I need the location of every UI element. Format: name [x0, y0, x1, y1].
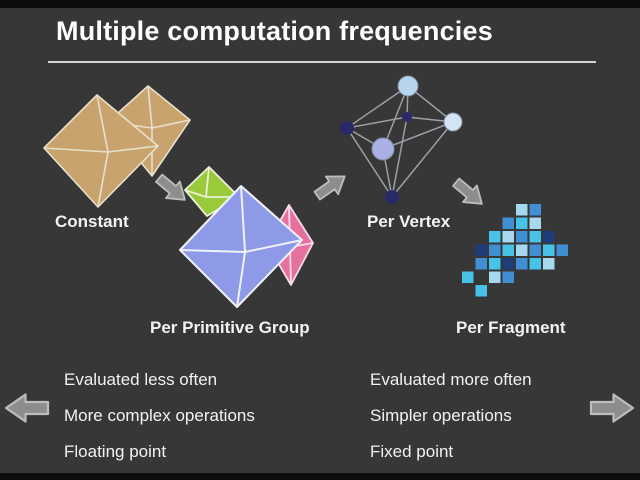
fragment-pixel [529, 231, 541, 243]
fragment-pixel [475, 258, 487, 270]
fragment-pixel [529, 217, 541, 229]
primitive-group-polyhedra [179, 166, 314, 308]
fragment-pixel [516, 231, 528, 243]
arrow-constant-to-primitive [155, 173, 186, 201]
fragment-pixel [489, 244, 501, 256]
octahedron-wireframe [346, 85, 454, 198]
fragment-pixel [475, 285, 487, 297]
fragment-pixel [502, 231, 514, 243]
stage-label-per-fragment: Per Fragment [456, 318, 566, 337]
bottom-letterbox [0, 473, 640, 480]
vertex-front [371, 137, 395, 161]
arrow-primitive-to-vertex [313, 175, 346, 201]
title-underline [48, 61, 596, 63]
fragment-pixel [529, 258, 541, 270]
fragment-pixel [543, 258, 555, 270]
fragment-pixel [489, 231, 501, 243]
right-column-line-2: Simpler operations [370, 406, 512, 425]
fragment-pixel [516, 217, 528, 229]
fragment-pixel [516, 204, 528, 216]
constant-polyhedra [43, 85, 191, 208]
per-vertex-octahedron [340, 75, 463, 204]
top-letterbox [0, 0, 640, 8]
fragment-pixel [516, 244, 528, 256]
fragment-pixel [529, 204, 541, 216]
fragment-pixel [556, 244, 568, 256]
constant-gem-right [107, 85, 191, 177]
fragment-pixel [543, 244, 555, 256]
left-column-line-1: Evaluated less often [64, 370, 218, 389]
left-column-line-3: Floating point [64, 442, 167, 461]
vertex-bottom [385, 190, 399, 204]
fragment-pixel [516, 258, 528, 270]
vertex-top [397, 75, 419, 97]
vertex-back [402, 112, 412, 122]
fragment-pixel [529, 244, 541, 256]
fragment-pixel [502, 271, 514, 283]
slide-title: Multiple computation frequencies [56, 16, 493, 46]
blue-polyhedron [179, 185, 303, 308]
arrow-left-direction [4, 393, 50, 423]
vertex-right [443, 112, 463, 132]
fragment-pixel [502, 258, 514, 270]
stage-label-per-vertex: Per Vertex [367, 212, 451, 231]
fragment-pixels [462, 204, 568, 297]
arrow-vertex-to-fragment [452, 177, 483, 205]
right-column-line-3: Fixed point [370, 442, 454, 461]
left-column-line-2: More complex operations [64, 406, 255, 425]
fragment-pixel [502, 244, 514, 256]
fragment-pixel [502, 217, 514, 229]
stage-label-per-primitive-group: Per Primitive Group [150, 318, 310, 337]
right-column-line-1: Evaluated more often [370, 370, 532, 389]
fragment-pixel [475, 244, 487, 256]
constant-gem-left [43, 94, 159, 208]
fragment-pixel [543, 231, 555, 243]
fragment-pixel [462, 271, 474, 283]
fragment-pixel [489, 271, 501, 283]
arrows [4, 173, 635, 423]
vertex-left [340, 121, 354, 135]
fragment-pixel [489, 258, 501, 270]
stage-label-constant: Constant [55, 212, 129, 231]
arrow-right-direction [589, 393, 635, 423]
